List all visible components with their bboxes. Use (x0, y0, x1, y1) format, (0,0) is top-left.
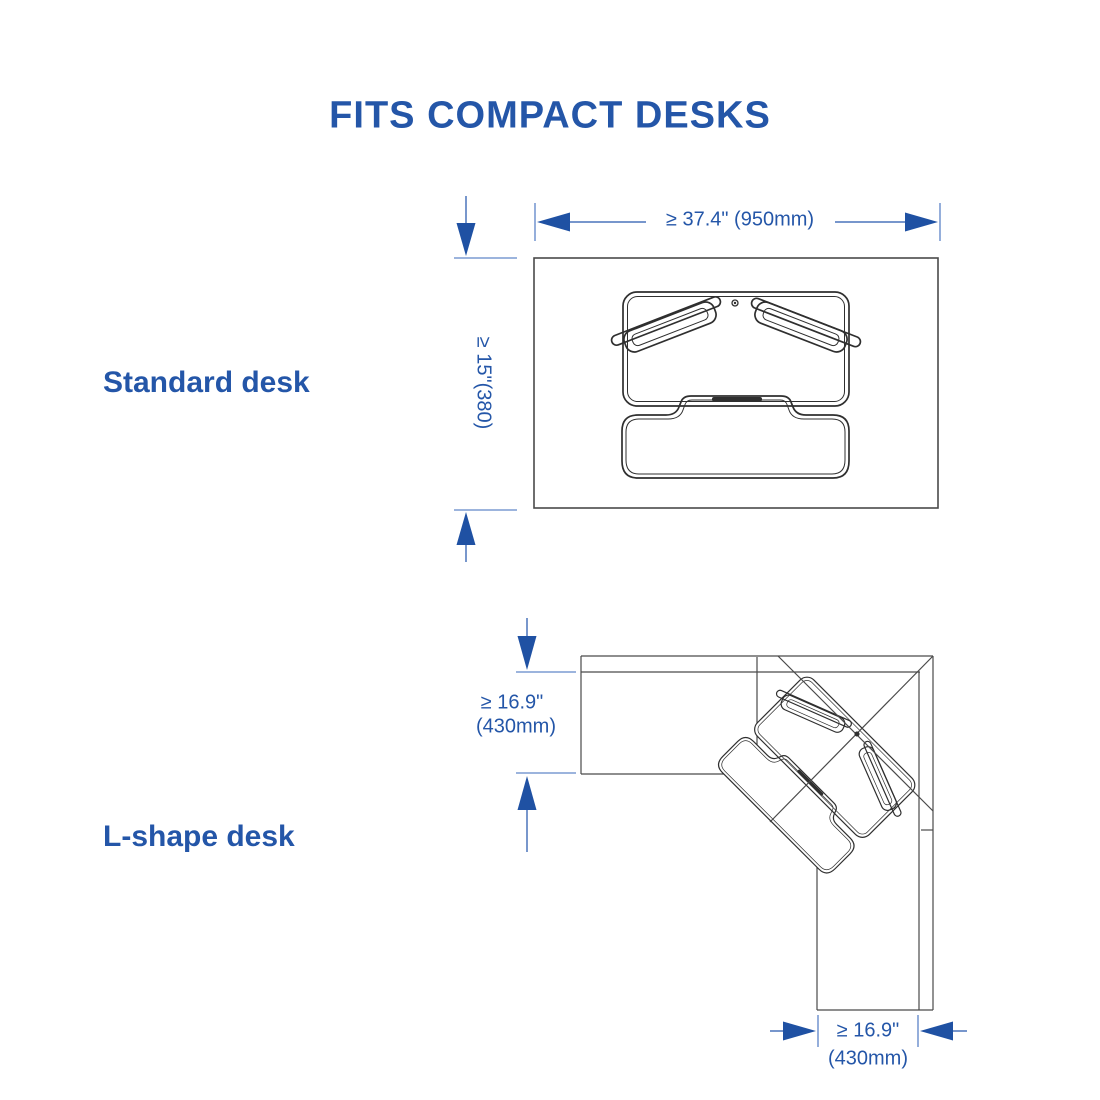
desk-converter-drawing (610, 292, 862, 478)
standard-desk-label: Standard desk (103, 366, 310, 399)
standard-depth-dimension (454, 196, 517, 562)
standard-desk-outline (533, 257, 939, 509)
lshape-left-dim-text-line1: ≥ 16.9" (480, 691, 544, 714)
arrow-left-icon (537, 212, 570, 232)
lshape-bottom-dim-text-line2: (430mm) (827, 1047, 909, 1070)
corner-screw-hole (854, 731, 860, 737)
arrow-down-icon (517, 636, 537, 670)
arrow-left-icon (920, 1021, 953, 1041)
standard-width-dim-text: ≥ 37.4" (950mm) (665, 208, 815, 231)
arrow-right-icon (905, 212, 938, 232)
standard-depth-dim-text: ≥ 15"(380) (472, 336, 495, 430)
standard-width-dimension (534, 203, 941, 241)
page-title: FITS COMPACT DESKS (329, 94, 771, 137)
arrow-right-icon (783, 1021, 816, 1041)
arrow-up-icon (456, 512, 476, 545)
arrow-down-icon (456, 223, 476, 256)
lshape-left-dim-text-line2: (430mm) (475, 715, 557, 738)
l-shape-desk-outline (580, 655, 934, 1011)
l-shape-desk-label: L-shape desk (103, 820, 295, 853)
arrow-up-icon (517, 776, 537, 810)
lshape-bottom-dimension (770, 1015, 967, 1047)
lshape-left-dimension (516, 618, 576, 852)
lshape-bottom-dim-text-line1: ≥ 16.9" (836, 1019, 900, 1042)
l-shape-desk-figure (516, 618, 967, 1047)
standard-desk-figure (454, 196, 941, 562)
